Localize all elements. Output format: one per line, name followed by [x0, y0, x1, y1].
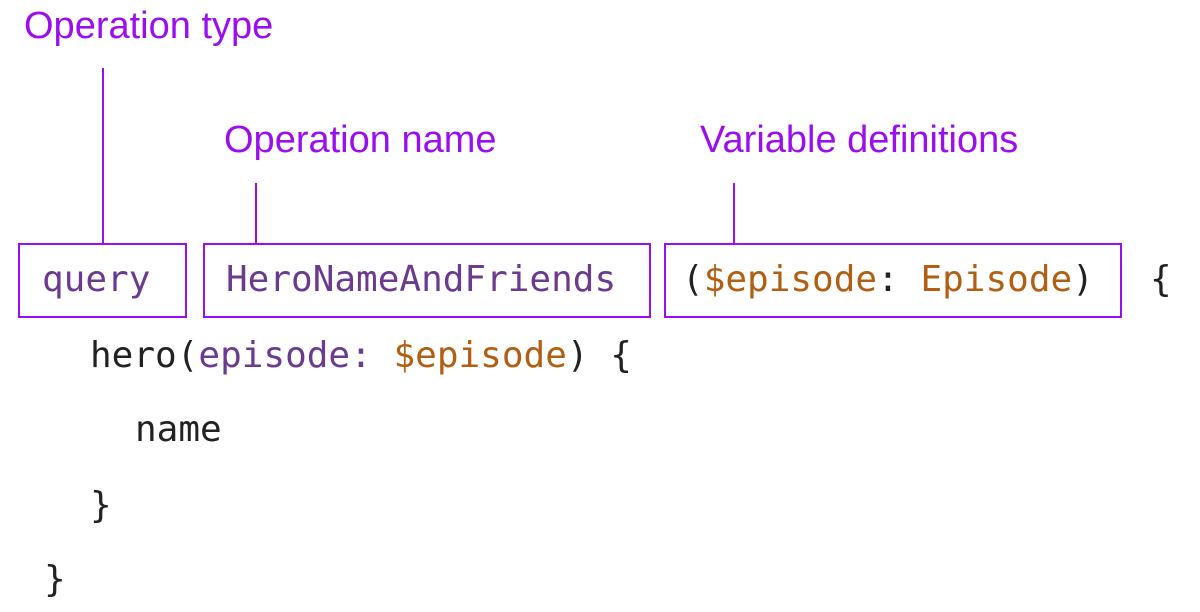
operation-type-box — [18, 243, 187, 318]
variable-definitions-label: Variable definitions — [700, 119, 1019, 161]
operation-name-label: Operation name — [224, 119, 497, 161]
hero-field-name: hero — [90, 335, 177, 376]
var-close-paren: ) — [1072, 259, 1094, 300]
operation-name-connector — [255, 183, 257, 243]
var-colon: : — [877, 259, 899, 300]
hero-open-paren: ( — [176, 335, 199, 376]
variable-definitions-text: ($episode: Episode) — [682, 258, 1094, 302]
inner-close-brace: } — [90, 485, 112, 526]
operation-name-text: HeroNameAndFriends — [226, 259, 617, 300]
operation-type-connector — [102, 68, 104, 243]
name-field: name — [135, 409, 222, 450]
selection-open-brace: { — [1150, 259, 1172, 300]
operation-keyword: query — [42, 259, 151, 300]
argument-name: episode — [198, 335, 351, 376]
hero-field-line: hero(episode: $episode) { — [90, 334, 632, 378]
operation-type-label: Operation type — [24, 5, 274, 47]
hero-close-paren-brace: ) { — [566, 335, 632, 376]
outer-close-brace: } — [44, 559, 66, 600]
variable-definitions-connector — [733, 183, 735, 243]
var-name: $episode — [703, 259, 878, 300]
argument-value: $episode — [393, 335, 567, 376]
variable-definitions-box — [664, 243, 1122, 318]
var-type: Episode — [920, 259, 1073, 300]
argument-colon: : — [350, 335, 372, 376]
operation-name-box — [203, 243, 651, 318]
var-open-paren: ( — [682, 259, 704, 300]
